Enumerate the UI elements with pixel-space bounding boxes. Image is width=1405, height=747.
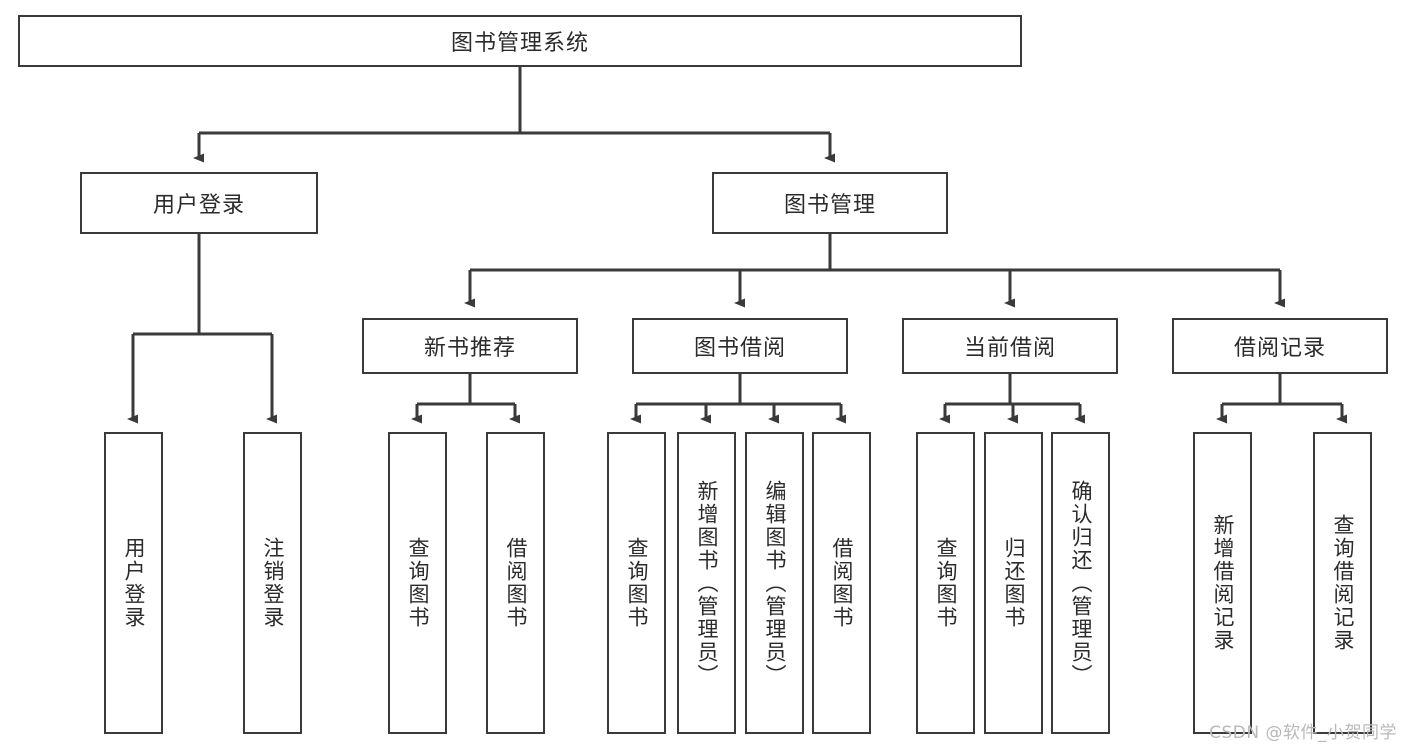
node-leaf-add-record-label: 新增借阅记录 [1211, 514, 1235, 652]
node-leaf-return-book[interactable]: 归还图书 [984, 432, 1043, 734]
node-leaf-confirm-return[interactable]: 确认归还（管理员） [1051, 432, 1110, 734]
node-root-label: 图书管理系统 [450, 31, 589, 56]
node-leaf-confirm-return-label: 确认归还（管理员） [1069, 479, 1093, 687]
node-borrow-record[interactable]: 借阅记录 [1172, 318, 1388, 374]
node-leaf-return-book-label: 归还图书 [1002, 537, 1026, 629]
node-leaf-user-login[interactable]: 用户登录 [104, 432, 163, 734]
node-leaf-query-book-2[interactable]: 查询图书 [607, 432, 666, 734]
node-leaf-edit-book[interactable]: 编辑图书（管理员） [745, 432, 804, 734]
node-user-login-label: 用户登录 [152, 193, 245, 218]
node-leaf-query-record-label: 查询借阅记录 [1331, 514, 1355, 652]
node-new-book-recommend[interactable]: 新书推荐 [362, 318, 578, 374]
node-leaf-query-book-3-label: 查询图书 [934, 537, 958, 629]
node-leaf-borrow-book-1[interactable]: 借阅图书 [486, 432, 545, 734]
node-root[interactable]: 图书管理系统 [18, 15, 1022, 67]
node-leaf-query-record[interactable]: 查询借阅记录 [1313, 432, 1372, 734]
node-leaf-query-book-1[interactable]: 查询图书 [388, 432, 447, 734]
node-user-login[interactable]: 用户登录 [80, 172, 318, 234]
node-book-borrow[interactable]: 图书借阅 [632, 318, 848, 374]
node-leaf-borrow-book-1-label: 借阅图书 [504, 537, 528, 629]
node-leaf-user-login-label: 用户登录 [122, 537, 146, 629]
node-leaf-logout[interactable]: 注销登录 [243, 432, 302, 734]
node-leaf-query-book-1-label: 查询图书 [406, 537, 430, 629]
node-leaf-add-record[interactable]: 新增借阅记录 [1193, 432, 1252, 734]
node-current-borrow-label: 当前借阅 [963, 336, 1056, 361]
node-new-book-recommend-label: 新书推荐 [423, 336, 516, 361]
node-borrow-record-label: 借阅记录 [1233, 336, 1326, 361]
node-leaf-query-book-2-label: 查询图书 [625, 537, 649, 629]
node-leaf-edit-book-label: 编辑图书（管理员） [763, 479, 787, 687]
node-book-borrow-label: 图书借阅 [693, 336, 786, 361]
node-leaf-borrow-book-2-label: 借阅图书 [830, 537, 854, 629]
node-current-borrow[interactable]: 当前借阅 [902, 318, 1118, 374]
node-leaf-add-book-label: 新增图书（管理员） [695, 479, 719, 687]
node-leaf-query-book-3[interactable]: 查询图书 [916, 432, 975, 734]
node-book-management-label: 图书管理 [783, 193, 876, 218]
node-leaf-logout-label: 注销登录 [261, 537, 285, 629]
node-book-management[interactable]: 图书管理 [712, 172, 948, 234]
node-leaf-borrow-book-2[interactable]: 借阅图书 [812, 432, 871, 734]
node-leaf-add-book[interactable]: 新增图书（管理员） [677, 432, 736, 734]
